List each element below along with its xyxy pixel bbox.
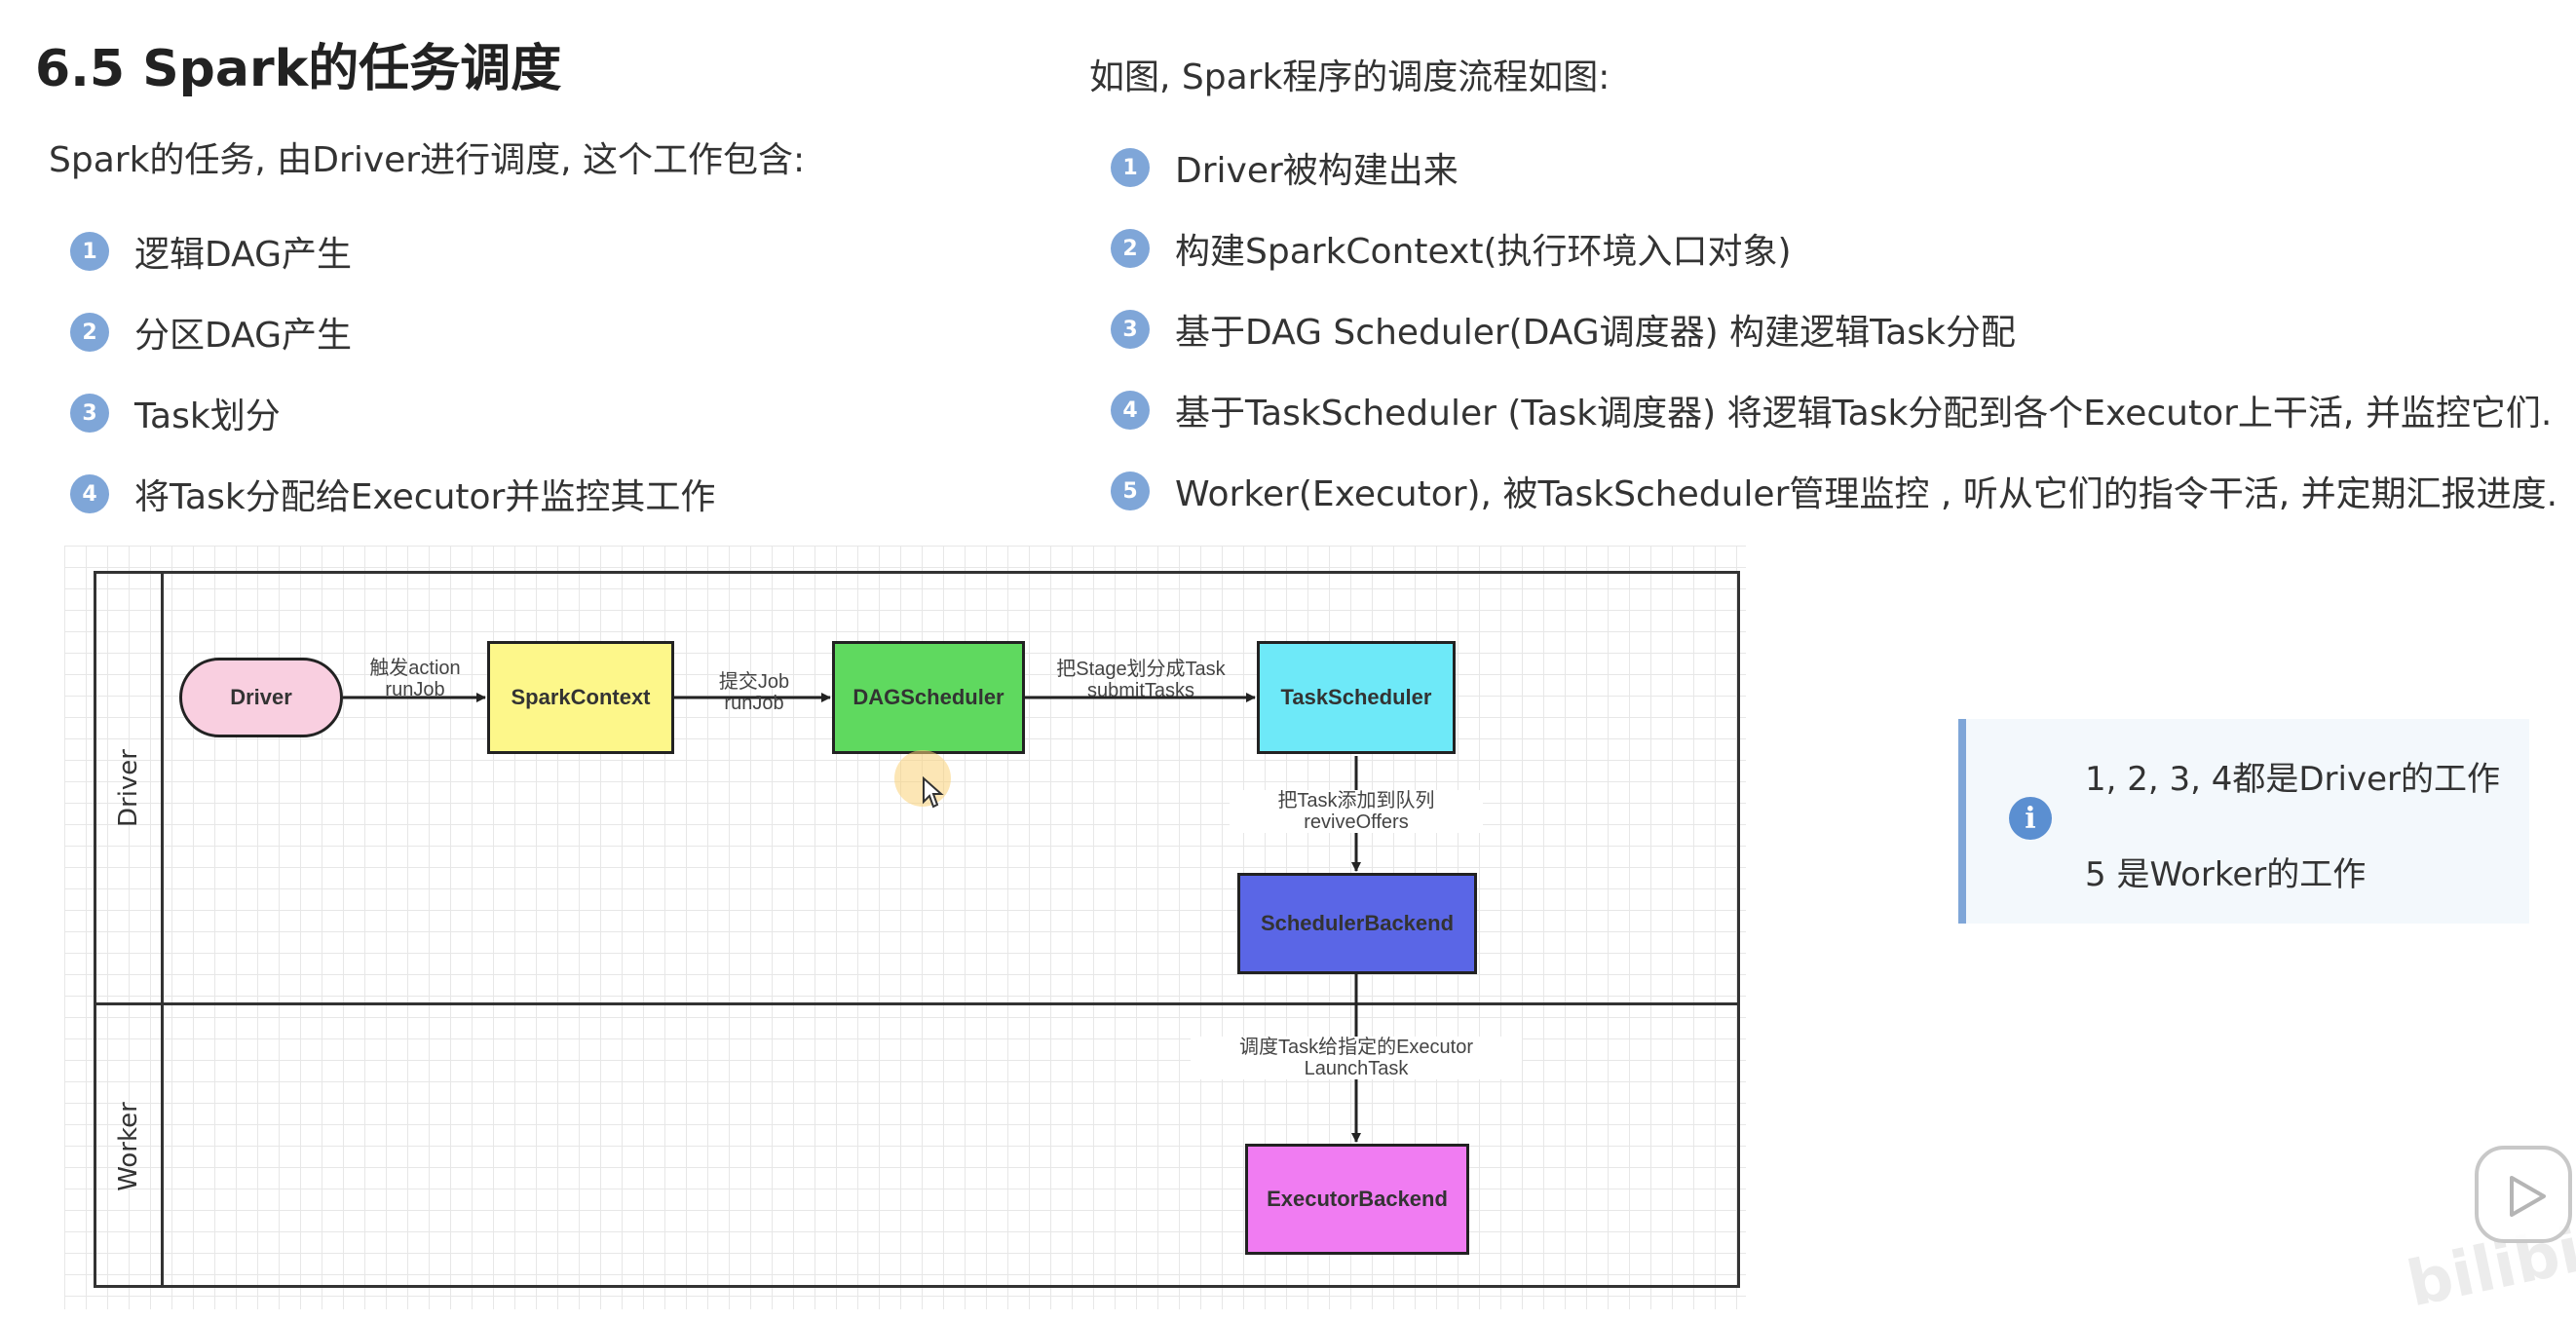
callout-line: 1, 2, 3, 4都是Driver的工作 <box>2085 760 2500 799</box>
swimlane-pool: Driver Worker <box>94 571 1740 1288</box>
number-badge: 2 <box>1111 229 1150 268</box>
info-icon: i <box>2009 797 2052 840</box>
edge-label-line: 提交Job <box>718 671 790 693</box>
left-intro: Spark的任务, 由Driver进行调度, 这个工作包含: <box>49 140 806 180</box>
node-schedulerbackend: SchedulerBackend <box>1237 873 1477 974</box>
edge-label-line: 把Task添加到队列 <box>1277 790 1435 811</box>
list-item-text: 基于TaskScheduler (Task调度器) 将逻辑Task分配到各个Ex… <box>1175 394 2553 434</box>
list-item-text: Driver被构建出来 <box>1175 151 1458 191</box>
list-item-text: 分区DAG产生 <box>134 316 352 356</box>
list-item-text: 构建SparkContext(执行环境入口对象) <box>1175 232 1792 272</box>
number-badge: 5 <box>1111 472 1150 510</box>
edge-label-line: 把Stage划分成Task <box>1056 659 1226 680</box>
list-item: 4 将Task分配给Executor并监控其工作 <box>70 469 715 519</box>
edge-label-line: runJob <box>385 679 445 700</box>
list-item: 1 Driver被构建出来 <box>1111 142 1458 193</box>
info-callout: i 1, 2, 3, 4都是Driver的工作 5 是Worker的工作 <box>1958 719 2529 924</box>
number-badge: 2 <box>70 313 109 352</box>
lane-header-divider <box>161 574 164 1285</box>
list-item-text: 基于DAG Scheduler(DAG调度器) 构建逻辑Task分配 <box>1175 313 2016 353</box>
edge-label-submit-tasks: 把Stage划分成Task submitTasks <box>1035 659 1247 701</box>
list-item: 5 Worker(Executor), 被TaskScheduler管理监控 ,… <box>1111 466 2557 516</box>
list-item: 1 逻辑DAG产生 <box>70 226 352 277</box>
callout-line: 5 是Worker的工作 <box>2085 855 2367 894</box>
node-dagscheduler: DAGScheduler <box>832 641 1025 754</box>
node-taskscheduler: TaskScheduler <box>1257 641 1456 754</box>
play-icon <box>2510 1176 2546 1217</box>
number-badge: 4 <box>70 474 109 513</box>
lane-divider <box>96 1002 1737 1005</box>
number-badge: 1 <box>70 232 109 271</box>
edge-label-launch-task: 调度Task给指定的Executor LaunchTask <box>1191 1037 1522 1079</box>
page-title: 6.5 Spark的任务调度 <box>35 40 562 98</box>
edge-label-revive-offers: 把Task添加到队列 reviveOffers <box>1230 790 1483 833</box>
edge-label-line: submitTasks <box>1086 680 1195 701</box>
edge-label-line: reviveOffers <box>1304 811 1409 833</box>
list-item-text: Worker(Executor), 被TaskScheduler管理监控 , 听… <box>1175 474 2558 514</box>
number-badge: 3 <box>70 394 109 433</box>
edge-label-line: 触发action <box>369 658 461 679</box>
edge-label-line: runJob <box>724 693 784 714</box>
node-executorbackend: ExecutorBackend <box>1245 1144 1469 1255</box>
number-badge: 4 <box>1111 391 1150 430</box>
number-badge: 3 <box>1111 310 1150 349</box>
list-item: 2 构建SparkContext(执行环境入口对象) <box>1111 223 1792 274</box>
edge-label-line: 调度Task给指定的Executor <box>1238 1037 1474 1058</box>
edge-label-action: 触发action runJob <box>359 658 472 700</box>
list-item: 2 分区DAG产生 <box>70 307 352 358</box>
list-item-text: Task划分 <box>134 396 281 436</box>
play-button[interactable] <box>2475 1146 2572 1243</box>
edge-label-line: LaunchTask <box>1304 1058 1409 1079</box>
list-item: 3 Task划分 <box>70 388 281 438</box>
list-item: 4 基于TaskScheduler (Task调度器) 将逻辑Task分配到各个… <box>1111 385 2552 435</box>
cursor-icon <box>923 776 944 809</box>
node-sparkcontext: SparkContext <box>487 641 674 754</box>
right-intro: 如图, Spark程序的调度流程如图: <box>1089 57 1610 97</box>
number-badge: 1 <box>1111 148 1150 187</box>
edge-label-submit-job: 提交Job runJob <box>694 671 814 714</box>
list-item-text: 逻辑DAG产生 <box>134 235 352 275</box>
list-item-text: 将Task分配给Executor并监控其工作 <box>134 477 716 517</box>
node-driver: Driver <box>179 658 343 737</box>
list-item: 3 基于DAG Scheduler(DAG调度器) 构建逻辑Task分配 <box>1111 304 2016 355</box>
